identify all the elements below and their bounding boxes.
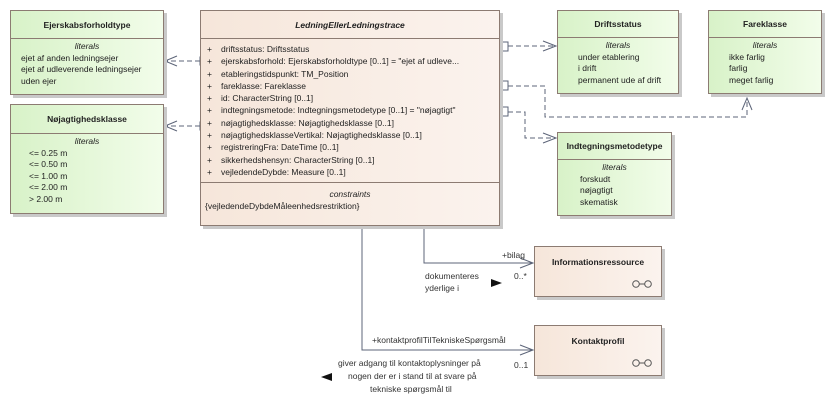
arrowhead-ejerskab	[163, 55, 178, 67]
arrowhead-noejagtighed	[163, 120, 178, 132]
association-kontakt	[361, 226, 533, 351]
enum-driftsstatus[interactable]: Driftsstatus literals under etablering i…	[557, 10, 679, 94]
enum-title: Fareklasse	[709, 11, 821, 38]
enum-title: Driftsstatus	[558, 11, 678, 38]
interface-title: Informationsressource	[551, 257, 645, 267]
arrowhead-driftsstatus	[542, 40, 558, 52]
enum-noejagtighedsklasse[interactable]: Nøjagtighedsklasse literals <= 0.25 m <=…	[10, 104, 164, 214]
attribute-text: id: CharacterString [0..1]	[221, 93, 314, 104]
literal: uden ejer	[21, 75, 57, 86]
attribute-text: nøjagtighedsklasse: Nøjagtighedsklasse […	[221, 117, 394, 128]
visibility-marker: +	[207, 68, 212, 79]
direction-arrow-kontakt	[321, 373, 332, 381]
arrowhead-indtegning	[542, 132, 558, 144]
ports-right	[500, 41, 509, 117]
attribute-row[interactable]: + nøjagtighedsklasseVertikal: Nøjagtighed…	[205, 129, 495, 141]
attribute-text: etableringstidspunkt: TM_Position	[221, 68, 349, 79]
attribute-text: fareklasse: Fareklasse	[221, 80, 307, 91]
literal: <= 1.00 m	[29, 170, 68, 181]
direction-arrow-bilag	[491, 279, 502, 287]
attribute-text: nøjagtighedsklasseVertikal: Nøjagtigheds…	[221, 130, 422, 141]
arrowhead-bilag	[519, 257, 535, 269]
literal: ejet af anden ledningsejer	[21, 52, 119, 63]
visibility-marker: +	[207, 80, 212, 91]
class-ledningellerledningstrace[interactable]: LedningEllerLedningstrace + driftsstatus:…	[200, 10, 500, 226]
association-label-bilag-2: yderlige i	[425, 283, 460, 293]
literal: farlig	[729, 63, 748, 73]
enum-title: Ejerskabsforholdtype	[11, 11, 163, 39]
role-kontakt: +kontaktprofilTilTekniskeSpørgsmål	[372, 335, 506, 345]
enum-fareklasse[interactable]: Fareklasse literals ikke farlig farlig m…	[708, 10, 822, 94]
enum-indtegningsmetodetype[interactable]: Indtegningsmetodetype literals forskudt …	[557, 132, 672, 216]
literal: permanent ude af drift	[578, 74, 662, 85]
literal: > 2.00 m	[29, 193, 63, 204]
attribute-text: driftsstatus: Driftsstatus	[221, 44, 310, 54]
interface-informationsressource[interactable]: Informationsressource	[534, 246, 662, 297]
interface-lollipop-icon	[632, 280, 652, 288]
multiplicity-bilag: 0..*	[514, 271, 527, 281]
visibility-marker: +	[207, 154, 212, 165]
constraints-label: constraints	[329, 189, 371, 200]
attribute-row[interactable]: + vejledendeDybde: Measure [0..1]	[205, 166, 495, 178]
literal: nøjagtigt	[580, 185, 613, 195]
literal: skematisk	[580, 196, 618, 207]
attribute-row[interactable]: + ejerskabsforhold: Ejerskabsforholdtype …	[205, 55, 495, 67]
association-bilag	[423, 226, 533, 264]
interface-kontaktprofil[interactable]: Kontaktprofil	[534, 325, 662, 376]
visibility-marker: +	[207, 44, 212, 54]
attribute-text: ejerskabsforhold: Ejerskabsforholdtype […	[221, 56, 460, 67]
attribute-row[interactable]: + driftsstatus: Driftsstatus	[205, 43, 495, 55]
attribute-text: indtegningsmetode: Indtegningsmetodetype…	[221, 105, 456, 116]
literal: meget farlig	[729, 74, 774, 85]
arrowhead-fareklasse	[741, 96, 753, 111]
attribute-row[interactable]: + registreringFra: DateTime [0..1]	[205, 141, 495, 153]
visibility-marker: +	[207, 56, 212, 67]
interface-title: Kontaktprofil	[571, 336, 625, 346]
literal: under etablering	[578, 51, 640, 62]
visibility-marker: +	[207, 142, 212, 153]
literal: i drift	[578, 63, 597, 73]
stereotype-label: literals	[74, 136, 100, 146]
literal: ejet af udleverende ledningsejer	[21, 64, 142, 74]
stereotype-label: literals	[605, 40, 631, 50]
enum-title: Nøjagtighedsklasse	[11, 105, 163, 134]
stereotype-label: literals	[74, 41, 100, 51]
stereotype-label: literals	[602, 162, 627, 172]
attribute-row[interactable]: + nøjagtighedsklasse: Nøjagtighedsklasse …	[205, 117, 495, 129]
literal: <= 0.50 m	[29, 159, 68, 169]
visibility-marker: +	[207, 117, 212, 128]
literal: <= 2.00 m	[29, 182, 68, 192]
dependency-indtegning	[508, 111, 556, 139]
attribute-row[interactable]: + fareklasse: Fareklasse	[205, 80, 495, 92]
visibility-marker: +	[207, 93, 212, 104]
association-label-kontakt-1: giver adgang til kontaktoplysninger på	[338, 358, 481, 368]
attribute-text: registreringFra: DateTime [0..1]	[221, 142, 339, 153]
association-label-kontakt-2: nogen der er i stand til at svare på	[348, 371, 477, 381]
attribute-row[interactable]: + id: CharacterString [0..1]	[205, 92, 495, 104]
stereotype-label: literals	[752, 40, 778, 50]
visibility-marker: +	[207, 130, 212, 141]
arrowhead-kontakt	[519, 344, 535, 356]
multiplicity-kontakt: 0..1	[514, 360, 529, 370]
class-title: LedningEllerLedningstrace	[201, 11, 499, 39]
dependency-fareklasse	[508, 85, 748, 118]
visibility-marker: +	[207, 166, 212, 177]
constraint-text: {vejledendeDybdeMåleenhedsrestriktion}	[205, 201, 360, 212]
interface-lollipop-icon	[632, 359, 652, 367]
role-bilag: +bilag	[502, 250, 525, 260]
enum-ejerskabsforholdtype[interactable]: Ejerskabsforholdtype literals ejet af an…	[10, 10, 164, 95]
literal: forskudt	[580, 173, 611, 184]
attribute-row[interactable]: + etableringstidspunkt: TM_Position	[205, 68, 495, 80]
literal: ikke farlig	[729, 51, 765, 62]
association-label-bilag-1: dokumenteres	[425, 271, 479, 281]
enum-title: Indtegningsmetodetype	[558, 133, 671, 160]
literal: <= 0.25 m	[29, 147, 68, 158]
association-label-kontakt-3: tekniske spørgsmål til	[370, 384, 452, 394]
attribute-text: vejledendeDybde: Measure [0..1]	[221, 166, 346, 177]
visibility-marker: +	[207, 105, 212, 116]
attribute-row[interactable]: + sikkerhedshensyn: CharacterString [0..1…	[205, 154, 495, 166]
attribute-row[interactable]: + indtegningsmetode: Indtegningsmetodetyp…	[205, 104, 495, 116]
attribute-text: sikkerhedshensyn: CharacterString [0..1]	[221, 154, 375, 165]
